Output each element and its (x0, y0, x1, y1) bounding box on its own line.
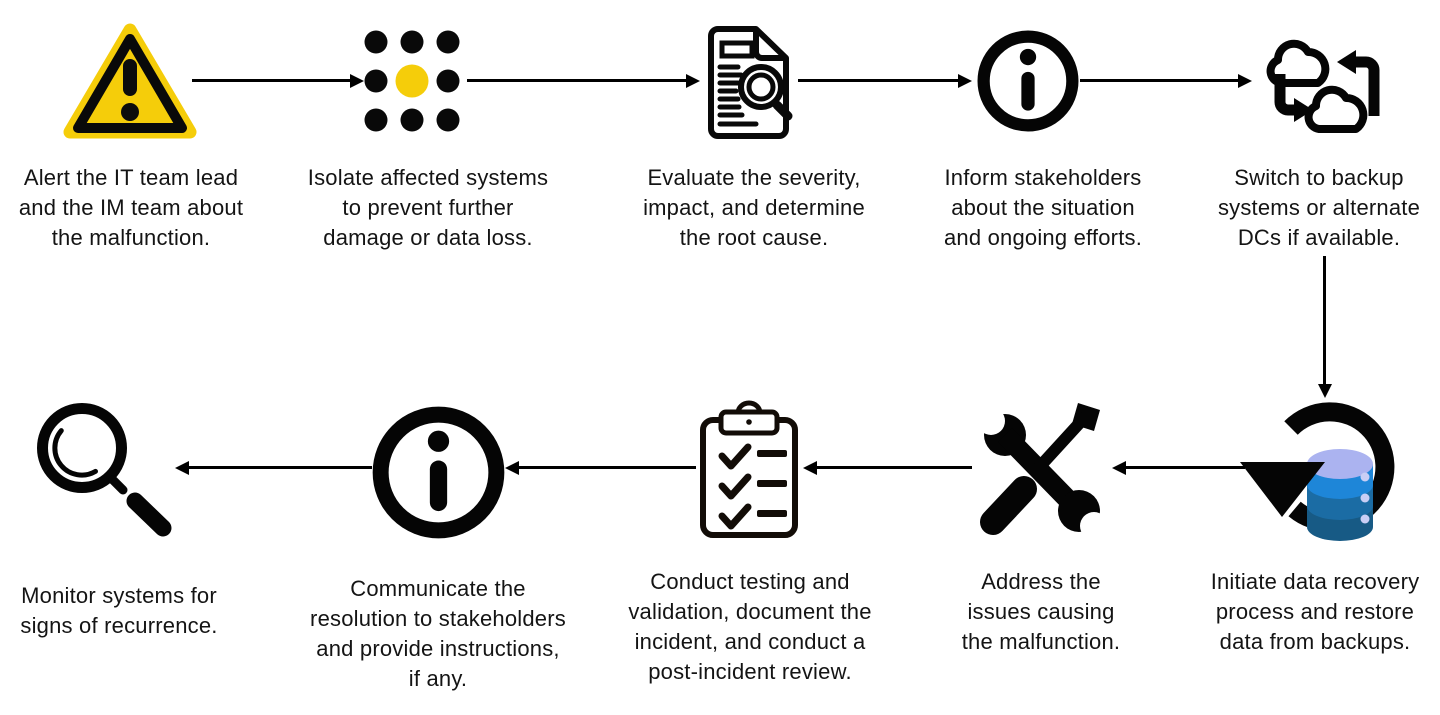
exclamation-bar (123, 59, 137, 96)
caption-line: the root cause. (679, 225, 829, 250)
caption-line: Isolate affected systems (307, 165, 549, 190)
db-top-ellipse (1307, 449, 1373, 479)
step-3-caption: Evaluate the severity, impact, and deter… (612, 163, 896, 253)
info-icon (372, 406, 505, 544)
checklist-clipboard-icon (697, 398, 802, 546)
caption-line: Alert the IT team lead (23, 165, 239, 190)
tools-icon (975, 400, 1110, 550)
exclamation-dot (121, 103, 139, 121)
warning-triangle-icon (62, 18, 198, 149)
isolated-system-dot (395, 64, 429, 98)
step-8-caption: Conduct testing and validation, document… (598, 567, 902, 687)
info-bar (1021, 71, 1035, 111)
caption-line: signs of recurrence. (20, 613, 218, 638)
caption-line: data from backups. (1219, 629, 1411, 654)
caption-line: Switch to backup (1234, 165, 1404, 190)
magnifier-neck (108, 475, 128, 495)
flow-arrow-2-3 (467, 73, 700, 88)
step-6-caption: Initiate data recovery process and resto… (1190, 567, 1440, 657)
magnifier-handle (126, 492, 172, 537)
document-search-icon (698, 25, 798, 145)
caption-line: systems or alternate (1217, 195, 1421, 220)
checklist-lines (757, 450, 787, 517)
step-2-caption: Isolate affected systems to prevent furt… (286, 163, 570, 253)
data-recovery-icon (1238, 393, 1413, 548)
caption-line: Inform stakeholders (944, 165, 1142, 190)
info-dot (1019, 48, 1037, 66)
clipboard-clip-dot (746, 419, 752, 425)
caption-line: Conduct testing and (650, 569, 850, 594)
caption-line: Address the (981, 569, 1101, 594)
caption-line: Monitor systems for (21, 583, 217, 608)
info-bar (429, 460, 448, 512)
caption-line: Communicate the (350, 576, 526, 601)
caption-line: about the situation (951, 195, 1135, 220)
caption-line: process and restore (1215, 599, 1415, 624)
db-led-dots (1360, 472, 1370, 524)
step-4-caption: Inform stakeholders about the situation … (911, 163, 1175, 253)
caption-line: damage or data loss. (323, 225, 533, 250)
caption-line: DCs if available. (1237, 225, 1401, 250)
cloud-sync-icon (1250, 22, 1385, 155)
caption-line: issues causing (967, 599, 1115, 624)
monitor-magnifier-icon (36, 400, 176, 542)
caption-line: post-incident review. (648, 659, 852, 684)
document-fold (753, 29, 786, 61)
sync-arrow-down-right (1274, 74, 1313, 122)
flow-arrow-7-8 (803, 460, 972, 475)
caption-line: and ongoing efforts. (943, 225, 1143, 250)
caption-line: Initiate data recovery (1210, 569, 1420, 594)
cloud-top (1266, 39, 1330, 87)
caption-line: validation, document the (628, 599, 872, 624)
dots-grid (364, 30, 460, 132)
magnifier-glare-arc (52, 428, 98, 478)
caption-line: if any. (408, 666, 468, 691)
caption-line: resolution to stakeholders (310, 606, 566, 631)
document-text-lines (717, 64, 759, 127)
caption-line: the malfunction. (51, 225, 211, 250)
step-1-caption: Alert the IT team lead and the IM team a… (0, 163, 262, 253)
caption-line: and the IM team about (18, 195, 244, 220)
flow-arrow-3-4 (798, 73, 972, 88)
caption-line: Evaluate the severity, (647, 165, 861, 190)
caption-line: and provide instructions, (316, 636, 560, 661)
step-5-caption: Switch to backup systems or alternate DC… (1196, 163, 1440, 253)
flow-arrow-1-2 (192, 73, 364, 88)
magnifier-handle (772, 100, 793, 121)
caption-line: impact, and determine (643, 195, 865, 220)
sync-arrow-up-left (1337, 50, 1380, 116)
caption-line: incident, and conduct a (634, 629, 866, 654)
screwdriver (980, 403, 1100, 535)
flow-arrow-4-5 (1080, 73, 1252, 88)
step-9-caption: Communicate the resolution to stakeholde… (286, 574, 590, 694)
step-7-caption: Address the issues causing the malfuncti… (921, 567, 1161, 657)
step-10-caption: Monitor systems for signs of recurrence. (0, 581, 238, 641)
flow-arrow-9-10 (175, 460, 372, 475)
magnifier-ring-inner (746, 72, 776, 102)
caption-line: the malfunction. (961, 629, 1121, 654)
recovery-arrowhead (1240, 462, 1325, 517)
flow-arrow-6-7 (1112, 460, 1245, 475)
magnifier-ring (37, 403, 127, 493)
flow-arrow-8-9 (505, 460, 696, 475)
info-dot (427, 430, 450, 452)
info-icon (977, 30, 1079, 137)
isolate-dots-icon (359, 25, 465, 142)
flow-arrow-5-6 (1317, 256, 1332, 398)
caption-line: to prevent further (342, 195, 514, 220)
document-title-block (719, 40, 755, 59)
checkmarks (718, 443, 752, 530)
cloud-bottom (1304, 85, 1368, 133)
